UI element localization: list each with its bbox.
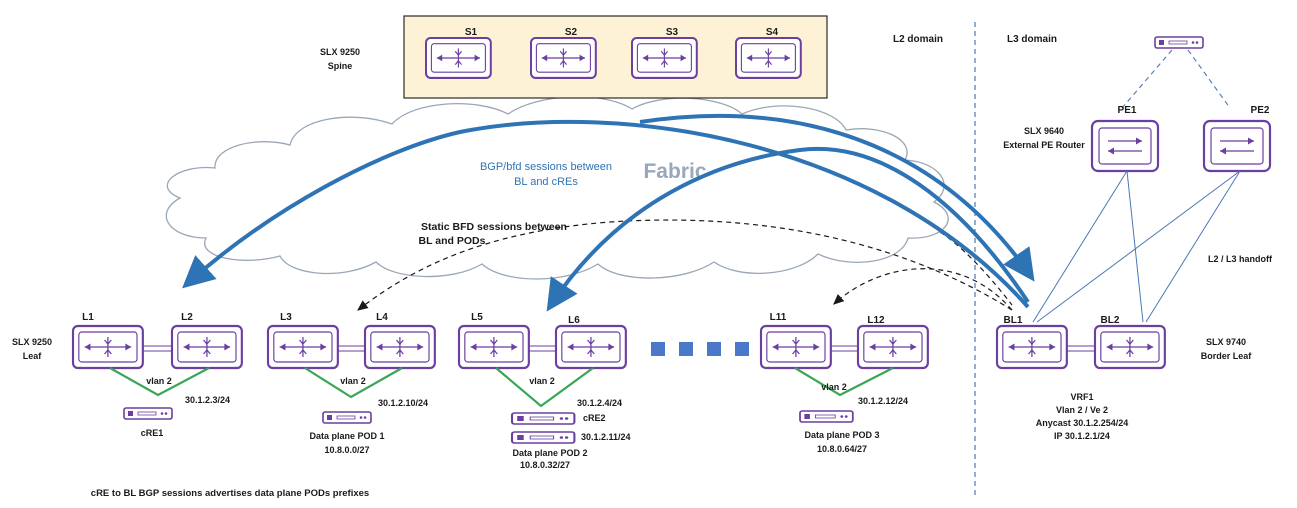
- pod-ip: 30.1.2.11/24: [581, 432, 631, 442]
- pod-name: Data plane POD 2: [512, 448, 587, 458]
- pod-4: vlan 2 30.1.2.12/24 Data plane POD 3 10.…: [799, 382, 908, 454]
- spine-switch-s4: S4: [734, 27, 802, 79]
- spine-switch-label: S3: [666, 27, 679, 38]
- pe1-router: PE1: [1090, 105, 1160, 173]
- leaf-pair-3: L5 L6: [457, 312, 627, 370]
- server-icon: [799, 410, 854, 423]
- leaf-switch-l2: L2: [170, 312, 243, 370]
- spine-switch-s2: S2: [529, 27, 597, 79]
- pod-prefix: 10.8.0.0/27: [324, 445, 369, 455]
- pod-ip: 30.1.2.12/24: [858, 396, 908, 406]
- leaf-pair-1: L1 L2: [71, 312, 243, 370]
- vlan-label: vlan 2: [529, 376, 555, 386]
- pod-3: vlan 2 30.1.2.4/24 cRE2 30.1.2.11/24 Dat…: [510, 376, 631, 470]
- border-role-label: Border Leaf: [1201, 351, 1253, 361]
- leaf-switch-l4: L4: [363, 312, 436, 370]
- l3-domain-label: L3 domain: [1007, 34, 1057, 45]
- pod-ip: 30.1.2.3/24: [185, 395, 230, 405]
- leaf-label: L3: [280, 312, 292, 323]
- spine-panel: SLX 9250 Spine S1 S2 S3 S4: [320, 15, 828, 99]
- leaf-label: L6: [568, 315, 580, 326]
- server-icon: [510, 430, 576, 445]
- leaf-label: L2: [181, 312, 193, 323]
- border-switch-bl1: BL1: [995, 315, 1068, 370]
- more-leaves-ellipsis: [651, 342, 749, 356]
- pe2-router: PE2: [1202, 105, 1272, 173]
- pod-name: Data plane POD 1: [309, 431, 384, 441]
- spine-switch-s1: S1: [424, 27, 492, 79]
- pe-model-label: SLX 9640: [1024, 126, 1064, 136]
- anycast-label: Anycast 30.1.2.254/24: [1036, 418, 1129, 428]
- bgp-note-line1: BGP/bfd sessions between: [480, 161, 612, 173]
- handoff-label: L2 / L3 handoff: [1208, 254, 1273, 264]
- vlan-label: vlan 2: [146, 376, 172, 386]
- pe-section: SLX 9640 External PE Router PE1 PE2: [1003, 36, 1273, 323]
- leaf-label: L11: [770, 312, 787, 323]
- leaf-label: L1: [82, 312, 94, 323]
- l2-domain-label: L2 domain: [893, 34, 943, 45]
- spine-switch-label: S1: [465, 27, 478, 38]
- bl1-label: BL1: [1004, 315, 1023, 326]
- bfd-arrows: [357, 219, 1013, 311]
- footer-note: cRE to BL BGP sessions advertises data p…: [91, 488, 369, 499]
- pod-name: cRE1: [141, 428, 164, 438]
- leaf-label: L5: [471, 312, 483, 323]
- server-icon: [322, 411, 372, 424]
- border-ip-label: IP 30.1.2.1/24: [1054, 431, 1110, 441]
- pod-ip: 30.1.2.10/24: [378, 398, 428, 408]
- leaf-switch-l3: L3: [266, 312, 339, 370]
- vrf-label: VRF1: [1070, 392, 1093, 402]
- vlan-label: vlan 2: [821, 382, 847, 392]
- spine-switch-label: S2: [565, 27, 578, 38]
- server-icon: [510, 411, 576, 426]
- pod-ip: 30.1.2.4/24: [577, 398, 622, 408]
- spine-role-label: Spine: [328, 61, 353, 71]
- border-leaf-pair: BL1 BL2 SLX 9740 Border Leaf VRF1 Vlan 2…: [995, 315, 1253, 441]
- pe1-label: PE1: [1118, 105, 1137, 116]
- pod-name: Data plane POD 3: [804, 430, 879, 440]
- leaf-switch-l5: L5: [457, 312, 530, 370]
- spine-switch-s3: S3: [630, 27, 698, 79]
- pe-role-label: External PE Router: [1003, 140, 1085, 150]
- leaf-switch-l6: L6: [554, 315, 627, 370]
- pod-name: cRE2: [583, 413, 606, 423]
- pod-prefix: 10.8.0.64/27: [817, 444, 867, 454]
- bfd-note-line2: BL and PODs: [419, 235, 486, 247]
- border-model-label: SLX 9740: [1206, 337, 1246, 347]
- pod-2: vlan 2 30.1.2.10/24 Data plane POD 1 10.…: [309, 376, 428, 455]
- leaf-switch-l1: L1: [71, 312, 144, 370]
- vlan-ve-label: Vlan 2 / Ve 2: [1056, 405, 1108, 415]
- pod-1: vlan 2 30.1.2.3/24 cRE1: [123, 376, 230, 438]
- leaf-label: L4: [376, 312, 388, 323]
- vlan-label: vlan 2: [340, 376, 366, 386]
- leaf-pair-2: L3 L4: [266, 312, 436, 370]
- server-icon: [123, 407, 173, 420]
- bl2-label: BL2: [1101, 315, 1120, 326]
- leaf-switch-l12: L12: [856, 315, 929, 370]
- spine-model-label: SLX 9250: [320, 47, 360, 57]
- leaf-pair-4: L11 L12: [759, 312, 929, 370]
- pe2-label: PE2: [1251, 105, 1270, 116]
- spine-switch-label: S4: [766, 27, 779, 38]
- leaf-label: L12: [867, 315, 885, 326]
- leaf-switch-l11: L11: [759, 312, 832, 370]
- bgp-arrows: [182, 113, 1035, 312]
- bfd-note-line1: Static BFD sessions between: [421, 221, 567, 233]
- handoff-links: [1032, 170, 1241, 323]
- border-switch-bl2: BL2: [1093, 315, 1166, 370]
- leaf-role-label: Leaf: [23, 351, 43, 361]
- leaf-model-label: SLX 9250: [12, 337, 52, 347]
- bgp-note-line2: BL and cREs: [514, 176, 578, 188]
- fabric-label: Fabric: [643, 160, 706, 183]
- external-server-icon: [1154, 36, 1204, 49]
- vlan-links: [109, 367, 894, 408]
- pod-prefix: 10.8.0.32/27: [520, 460, 570, 470]
